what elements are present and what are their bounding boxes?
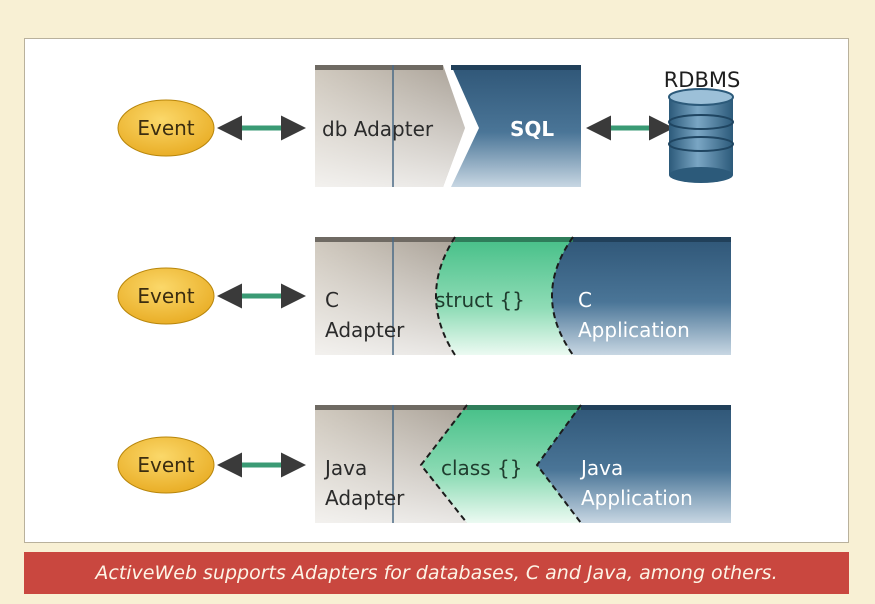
event-label: Event — [137, 116, 194, 140]
c-application-line1: C — [578, 288, 592, 312]
rdbms-label: RDBMS — [664, 68, 741, 92]
event-node — [117, 99, 215, 157]
class-label: class {} — [441, 456, 522, 480]
c-adapter-line2: Adapter — [325, 318, 405, 342]
row-java: Event Java Adapter class {} Java Applica… — [117, 404, 731, 524]
row-c: Event C Adapter struct {} C Application — [117, 236, 731, 356]
event-label: Event — [137, 453, 194, 477]
event-label: Event — [137, 284, 194, 308]
java-application-line2: Application — [581, 486, 693, 510]
sql-block: SQL — [451, 65, 581, 187]
struct-label: struct {} — [435, 288, 525, 312]
adapter-diagram: Event db Adapter SQL RDBMS Event — [117, 65, 741, 524]
event-node — [117, 436, 215, 494]
java-adapter-line2: Adapter — [325, 486, 405, 510]
row-db: Event db Adapter SQL RDBMS — [117, 65, 741, 187]
event-node — [117, 267, 215, 325]
java-application-line1: Java — [579, 456, 623, 480]
db-adapter-label: db Adapter — [322, 117, 434, 141]
c-application-line2: Application — [578, 318, 690, 342]
sql-label: SQL — [510, 117, 554, 141]
java-adapter-line1: Java — [323, 456, 367, 480]
c-adapter-block — [315, 236, 574, 356]
caption-banner: ActiveWeb supports Adapters for database… — [24, 552, 849, 594]
diagram-panel: Event db Adapter SQL RDBMS Event — [24, 38, 849, 543]
java-adapter-block — [315, 404, 582, 524]
rdbms-database-icon — [668, 88, 734, 183]
c-adapter-line1: C — [325, 288, 339, 312]
db-adapter-block: db Adapter — [315, 65, 465, 187]
